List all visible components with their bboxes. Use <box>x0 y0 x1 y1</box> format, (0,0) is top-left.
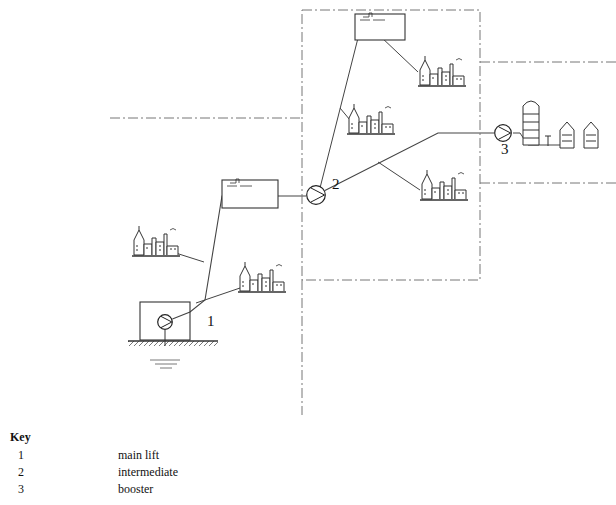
pump-station: 3 <box>494 124 512 142</box>
pipe-line <box>325 133 494 190</box>
key-entry: 3 <box>18 483 24 495</box>
key-heading: Key <box>10 431 31 443</box>
key-entry: booster <box>118 483 153 495</box>
key-entry: 2 <box>18 466 24 478</box>
pipe-line <box>172 196 306 319</box>
pump-station: 2 <box>306 185 326 205</box>
pump-symbol <box>306 185 326 205</box>
key-entry: 1 <box>18 449 24 461</box>
pump-station: 1 <box>157 314 173 330</box>
callout-number: 2 <box>332 177 340 192</box>
key-entry: intermediate <box>118 466 178 478</box>
key-entry: main lift <box>118 449 159 461</box>
pump-symbol <box>494 124 512 142</box>
callout-number: 3 <box>501 142 509 157</box>
callout-number: 1 <box>207 314 215 329</box>
pump-symbol <box>157 314 173 330</box>
